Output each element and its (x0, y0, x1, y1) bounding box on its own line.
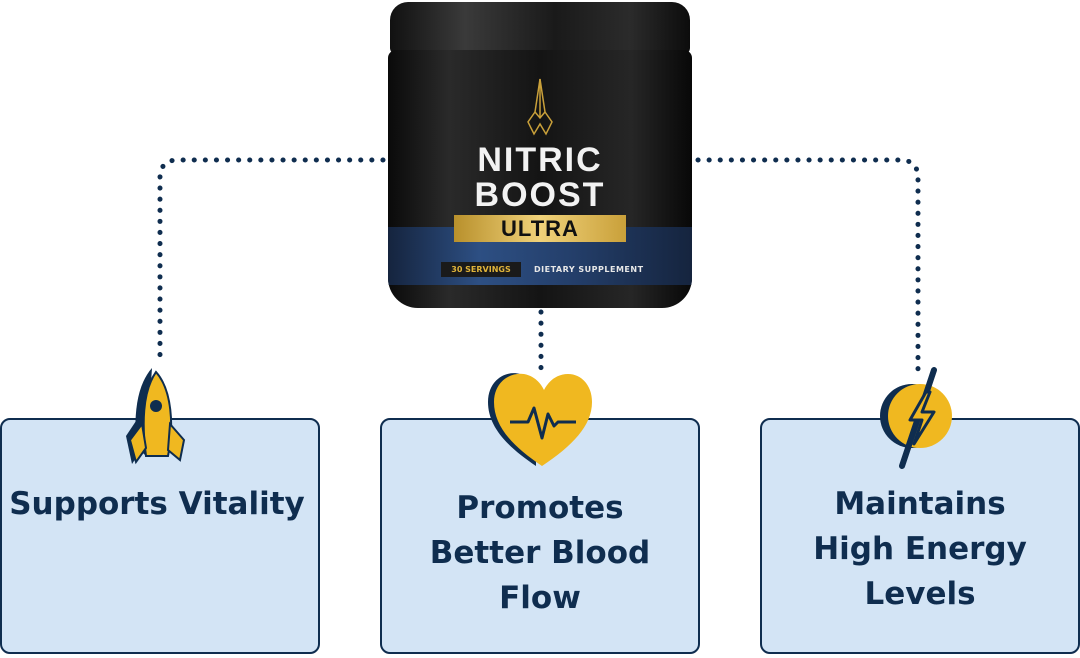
supplement-type: DIETARY SUPPLEMENT (534, 265, 644, 274)
product-name-line1: NITRIC (477, 141, 603, 179)
rocket-icon (126, 368, 186, 465)
benefit-label: Supports Vitality (9, 486, 305, 522)
servings-label: 30 SERVINGS (441, 262, 521, 277)
benefit-card-energy: Maintains High Energy Levels (760, 418, 1080, 654)
jar-lid (390, 2, 690, 54)
connector-right (695, 157, 921, 381)
product-name-line2: BOOST (474, 176, 606, 214)
benefit-label: Maintains High Energy Levels (813, 486, 1027, 612)
jar-body: NITRIC BOOST ULTRA 30 SERVINGS DIETARY S… (388, 50, 692, 308)
product-variant: ULTRA (454, 215, 626, 242)
brand-logo-icon (527, 78, 553, 136)
product-jar: NITRIC BOOST ULTRA 30 SERVINGS DIETARY S… (388, 0, 692, 312)
benefit-label: Promotes Better Blood Flow (429, 490, 651, 616)
connector-left (157, 157, 386, 365)
heart-pulse-icon (488, 373, 592, 466)
lightning-icon (880, 367, 952, 469)
benefit-card-vitality: Supports Vitality (0, 418, 320, 654)
